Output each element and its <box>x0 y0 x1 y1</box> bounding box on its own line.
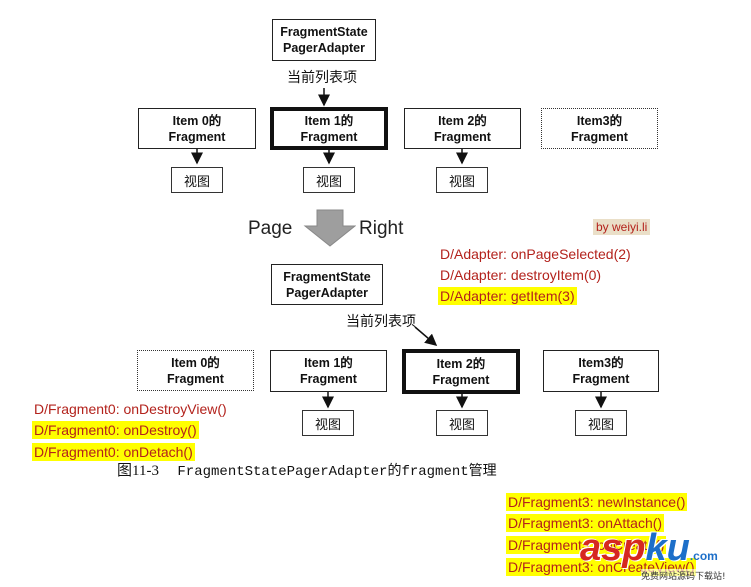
bottom-current-label: 当前列表项 <box>346 314 416 330</box>
bottom-item-0-fragment: Item 0的 Fragment <box>137 350 254 391</box>
bottom-item-3-line1: Item3的 <box>578 356 624 370</box>
adapter-log-1: D/Adapter: destroyItem(0) <box>440 267 602 283</box>
bottom-adapter-box: FragmentState PagerAdapter <box>271 264 383 305</box>
top-item-3-line2: Fragment <box>571 129 628 144</box>
adapter-log-0: D/Adapter: onPageSelected(2) <box>440 246 631 262</box>
bottom-view-2: 视图 <box>436 410 488 436</box>
bottom-item-0-line2: Fragment <box>167 371 224 386</box>
bottom-view-3: 视图 <box>575 410 627 436</box>
watermark-brand-a: asp <box>580 527 646 569</box>
top-item-1-fragment: Item 1的 Fragment <box>270 107 388 150</box>
top-item-1-line1: Item 1的 <box>304 113 354 128</box>
watermark-brand-c: .com <box>689 549 718 563</box>
top-adapter-line1: FragmentState <box>280 25 368 39</box>
bottom-current-arrow <box>414 326 438 346</box>
top-item-3-fragment: Item3的 Fragment <box>541 108 658 149</box>
adapter-log-2: D/Adapter: getItem(3) <box>438 287 577 305</box>
top-item-0-fragment: Item 0的 Fragment <box>138 108 256 149</box>
fragment0-log-2: D/Fragment0: onDetach() <box>32 443 195 461</box>
watermark-tagline: 免费网站源码下载站! <box>641 569 726 582</box>
top-current-label: 当前列表项 <box>287 70 357 86</box>
figure-caption: 图11-3 FragmentStatePagerAdapter的fragment… <box>117 459 497 480</box>
bottom-item-0-line1: Item 0的 <box>171 355 220 370</box>
top-item-0-line2: Fragment <box>168 129 226 144</box>
aspku-watermark-logo: aspku.com <box>580 529 718 575</box>
fragment3-log-2: D/Fragment3: onCreate() <box>506 536 667 554</box>
fragment0-log-0: D/Fragment0: onDestroyView() <box>34 401 227 417</box>
page-right-arrow <box>303 209 357 247</box>
top-item-2-line1: Item 2的 <box>438 113 487 128</box>
bottom-view-1: 视图 <box>302 410 354 436</box>
top-item-1-line2: Fragment <box>300 129 358 144</box>
top-item-0-line1: Item 0的 <box>172 113 222 128</box>
top-item-3-line1: Item3的 <box>576 113 623 128</box>
bottom-item-3-line2: Fragment <box>572 372 630 386</box>
top-item-2-line2: Fragment <box>434 129 491 144</box>
bottom-adapter-line2: PagerAdapter <box>286 285 368 300</box>
top-view-1: 视图 <box>303 167 355 193</box>
bottom-item-1-line2: Fragment <box>300 372 357 386</box>
top-adapter-line2: PagerAdapter <box>283 41 365 55</box>
bottom-adapter-line1: FragmentState <box>283 269 371 284</box>
bottom-item-1-line1: Item 1的 <box>304 356 353 370</box>
bottom-item-3-fragment: Item3的 Fragment <box>543 350 659 392</box>
bottom-item-2-line1: Item 2的 <box>436 356 486 371</box>
fragment0-log-1: D/Fragment0: onDestroy() <box>32 421 199 439</box>
bottom-item-2-fragment: Item 2的 Fragment <box>402 349 520 394</box>
author-credit: by weiyi.li <box>593 219 651 235</box>
top-adapter-box: FragmentState PagerAdapter <box>272 19 376 61</box>
caption-text: FragmentStatePagerAdapter的fragment管理 <box>177 464 497 480</box>
top-view-2: 视图 <box>436 167 488 193</box>
bottom-item-1-fragment: Item 1的 Fragment <box>270 350 387 392</box>
fragment3-log-0: D/Fragment3: newInstance() <box>506 493 688 511</box>
caption-number: 图11-3 <box>117 463 159 479</box>
right-word: Right <box>356 218 407 240</box>
top-item-2-fragment: Item 2的 Fragment <box>404 108 521 149</box>
fragment3-log-1: D/Fragment3: onAttach() <box>506 514 665 532</box>
watermark-brand-b: ku <box>645 527 690 569</box>
top-view-0: 视图 <box>171 167 223 193</box>
bottom-item-2-line2: Fragment <box>432 372 490 387</box>
page-word: Page <box>245 218 296 240</box>
